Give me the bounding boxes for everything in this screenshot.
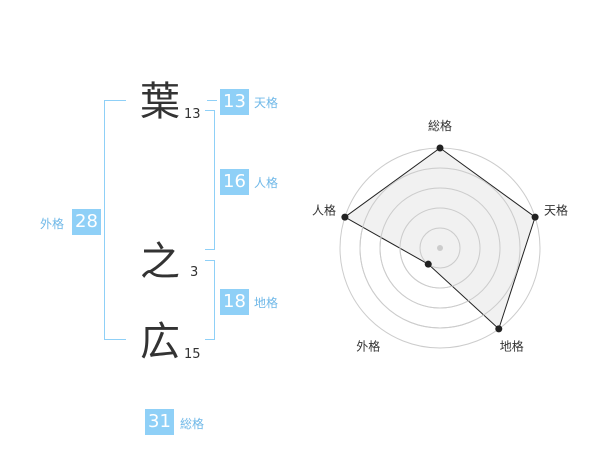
radar-axis-label: 総格 [428,118,452,133]
radar-ring-inner [399,207,481,289]
radar-point [436,144,444,152]
radar-ring-inner [359,167,521,329]
name-char-3: 広 [140,319,180,365]
chi-bracket [205,260,215,340]
so-label: 総格 [180,417,205,431]
ten-bracket [207,100,217,101]
stroke-count-2: 3 [190,265,199,280]
gai-value-badge: 28 [72,209,101,235]
ten-value-badge: 13 [220,89,249,115]
radar-axis-label: 人格 [312,202,336,217]
radar-point [424,260,432,268]
radar-ring-inner [419,227,461,269]
jin-bracket [205,110,215,250]
radar-ring-inner [379,187,501,309]
radar-center-dot [437,245,443,251]
radar-value-polygon [343,147,536,330]
radar-point [531,213,539,221]
stroke-count-3: 15 [184,347,201,362]
name-char-2: 之 [140,239,180,285]
jin-value-badge: 16 [220,169,249,195]
radar-axis-label: 天格 [544,202,568,217]
gai-label: 外格 [40,217,65,231]
chi-label: 地格 [254,296,279,310]
gai-bracket [104,100,126,340]
stroke-count-1: 13 [184,107,201,122]
radar-point [341,213,349,221]
jin-label: 人格 [254,176,279,190]
radar-axis-label: 外格 [356,339,380,354]
so-value-badge: 31 [145,409,174,435]
radar-axis-label: 地格 [500,339,524,354]
chi-value-badge: 18 [220,289,249,315]
name-char-1: 葉 [140,79,180,125]
ten-label: 天格 [254,96,279,110]
radar-point [495,325,503,333]
